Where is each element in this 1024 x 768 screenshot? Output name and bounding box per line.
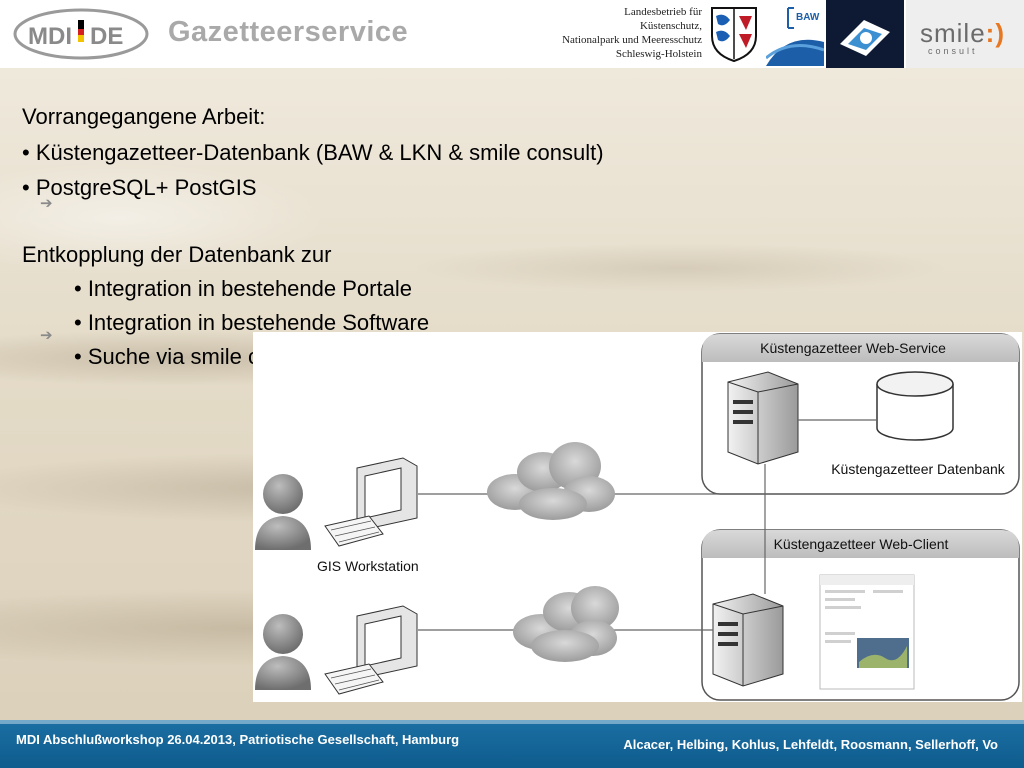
internet-cloud-icon: [487, 442, 615, 520]
agency-line: Landesbetrieb für: [624, 6, 702, 18]
arrow-right-icon: ➔: [40, 195, 53, 212]
smile-logo-word: smile: [920, 18, 986, 48]
schleswig-holstein-crest-logo: [706, 2, 762, 64]
server-icon: [727, 371, 799, 465]
section2-heading: Entkopplung der Datenbank zur: [22, 242, 332, 267]
footer-event-info: MDI Abschlußworkshop 26.04.2013, Patriot…: [16, 732, 460, 747]
footer-authors: Alcacer, Helbing, Kohlus, Lehfeldt, Roos…: [623, 737, 998, 752]
smile-logo-sub: consult: [928, 46, 978, 56]
section1-heading: Vorrangegangene Arbeit:: [22, 104, 266, 129]
baw-logo-text: BAW: [796, 12, 820, 23]
agency-line: Küstenschutz,: [639, 20, 702, 32]
user-avatar-icon: [255, 474, 311, 550]
server-icon: [712, 593, 784, 687]
agency-line: Schleswig-Holstein: [615, 48, 702, 60]
svg-text:DE: DE: [90, 23, 123, 50]
web-client-label: Küstengazetteer Web-Client: [774, 536, 949, 552]
section2-bullet: • Integration in bestehende Portale: [74, 276, 412, 301]
computer-monitor-icon: [324, 605, 418, 695]
user-avatar-icon: [255, 614, 311, 690]
database-label: Küstengazetteer Datenbank: [831, 461, 1006, 477]
connection-lines: [418, 419, 877, 631]
footer-bar: MDI Abschlußworkshop 26.04.2013, Patriot…: [0, 720, 1024, 768]
section1-bullet: • Küstengazetteer-Datenbank (BAW & LKN &…: [22, 140, 604, 165]
workstation-label: GIS Workstation: [317, 558, 419, 574]
agency-line: Nationalpark und Meeresschutz: [562, 34, 702, 46]
web-service-label: Küstengazetteer Web-Service: [760, 340, 946, 356]
header-bar: MDI DE Gazetteerservice Landesbetrieb fü…: [0, 0, 1024, 68]
smile-logo-wordmark: smile:): [920, 18, 1005, 49]
database-icon: Küstengazetteer Datenbank: [831, 371, 1006, 477]
section2-bullet: • Integration in bestehende Software: [74, 310, 430, 335]
internet-cloud-icon: [513, 586, 619, 662]
arrow-right-icon: ➔: [40, 327, 53, 344]
lkn-logo: [826, 0, 904, 68]
section1-bullet: • PostgreSQL+ PostGIS: [22, 175, 257, 200]
web-client-screenshot-thumbnail: [819, 574, 915, 690]
agency-name: Landesbetrieb für Küstenschutz, National…: [502, 5, 702, 61]
baw-logo: BAW: [765, 2, 825, 66]
page-title: Gazetteerservice: [168, 16, 409, 48]
smile-consult-logo: [906, 0, 1024, 68]
computer-monitor-icon: [324, 457, 418, 547]
architecture-diagram: Küstengazetteer Web-Service Küstengazett…: [253, 332, 1022, 702]
smile-logo-colon: :): [985, 18, 1005, 48]
mdi-de-logo: MDI DE: [12, 6, 150, 62]
svg-text:MDI: MDI: [28, 23, 72, 50]
